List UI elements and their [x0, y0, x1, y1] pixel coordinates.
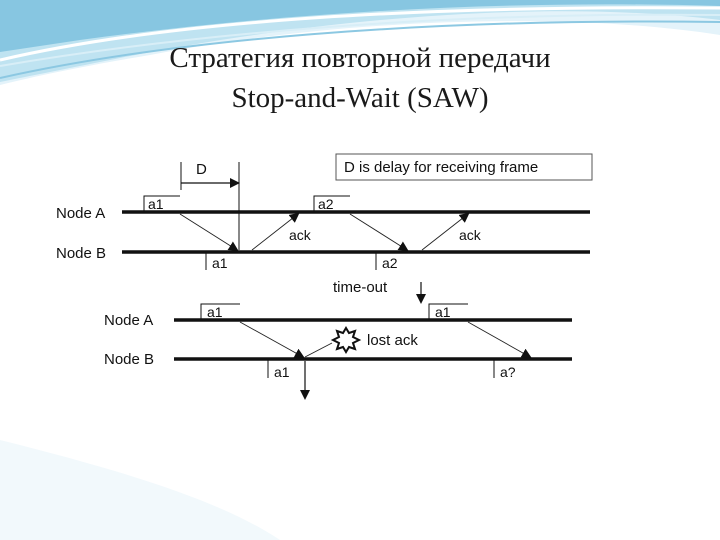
node-b-label: Node B — [56, 245, 106, 262]
frame-a-2: a2 — [318, 196, 334, 212]
frame-b-1: a1 — [274, 364, 290, 380]
node-a-label: Node A — [104, 312, 153, 329]
lost-ack-icon — [333, 328, 359, 352]
frame-b-2: a? — [500, 364, 516, 380]
ack-label-2: ack — [459, 227, 482, 243]
frame-a-2: a1 — [435, 304, 451, 320]
lost-ack-label: lost ack — [367, 332, 418, 349]
node-b-label: Node B — [104, 351, 154, 368]
frame-b-1: a1 — [212, 255, 228, 271]
node-a-label: Node A — [56, 205, 105, 222]
frame-b-2: a2 — [382, 255, 398, 271]
ack-label-1: ack — [289, 227, 312, 243]
delay-label: D — [196, 161, 207, 178]
legend-text: D is delay for receiving frame — [344, 159, 538, 176]
frame-a-1: a1 — [207, 304, 223, 320]
timeout-label: time-out — [333, 279, 388, 296]
frame-a-1: a1 — [148, 196, 164, 212]
